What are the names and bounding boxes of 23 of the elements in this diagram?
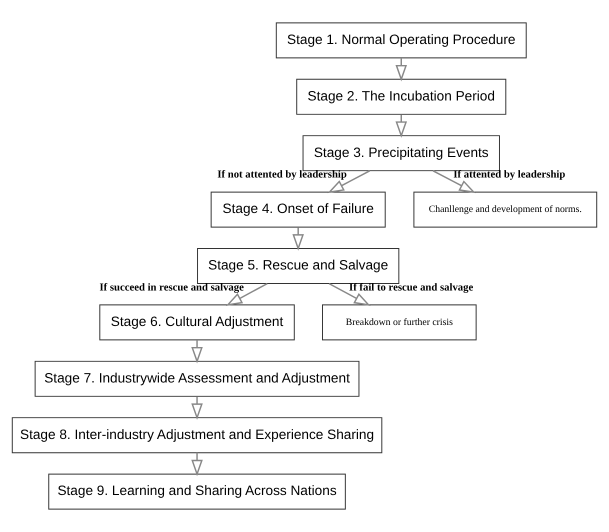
node-box: Stage 6. Cultural Adjustment — [99, 304, 295, 340]
node-box: Stage 1. Normal Operating Procedure — [276, 22, 527, 58]
arrow — [226, 282, 268, 306]
node-box: Chanllenge and development of norms. — [413, 192, 598, 228]
arrow — [191, 452, 203, 476]
arrow — [432, 170, 476, 194]
node-box: Stage 4. Onset of Failure — [210, 192, 386, 228]
arrow — [328, 282, 371, 306]
node-box: Stage 3. Precipitating Events — [302, 135, 500, 172]
arrow — [191, 396, 203, 420]
arrow — [395, 114, 408, 138]
node-box: Stage 2. The Incubation Period — [296, 78, 506, 115]
node-box: Stage 5. Rescue and Salvage — [197, 248, 400, 284]
arrow — [191, 340, 203, 364]
node-box: Stage 8. Inter-industry Adjustment and Experience Sharing — [12, 417, 382, 454]
node-box: Breakdown or further crisis — [322, 304, 477, 340]
arrow — [395, 58, 408, 82]
node-box: Stage 7. Industrywide Assessment and Adjustment — [34, 360, 360, 397]
node-box: Stage 9. Learning and Sharing Across Nations — [48, 474, 346, 510]
edge-label: If succeed in rescue and salvage — [100, 281, 244, 294]
arrow — [328, 170, 370, 194]
arrow — [292, 227, 304, 251]
edge-label: If fail to rescue and salvage — [349, 281, 474, 294]
